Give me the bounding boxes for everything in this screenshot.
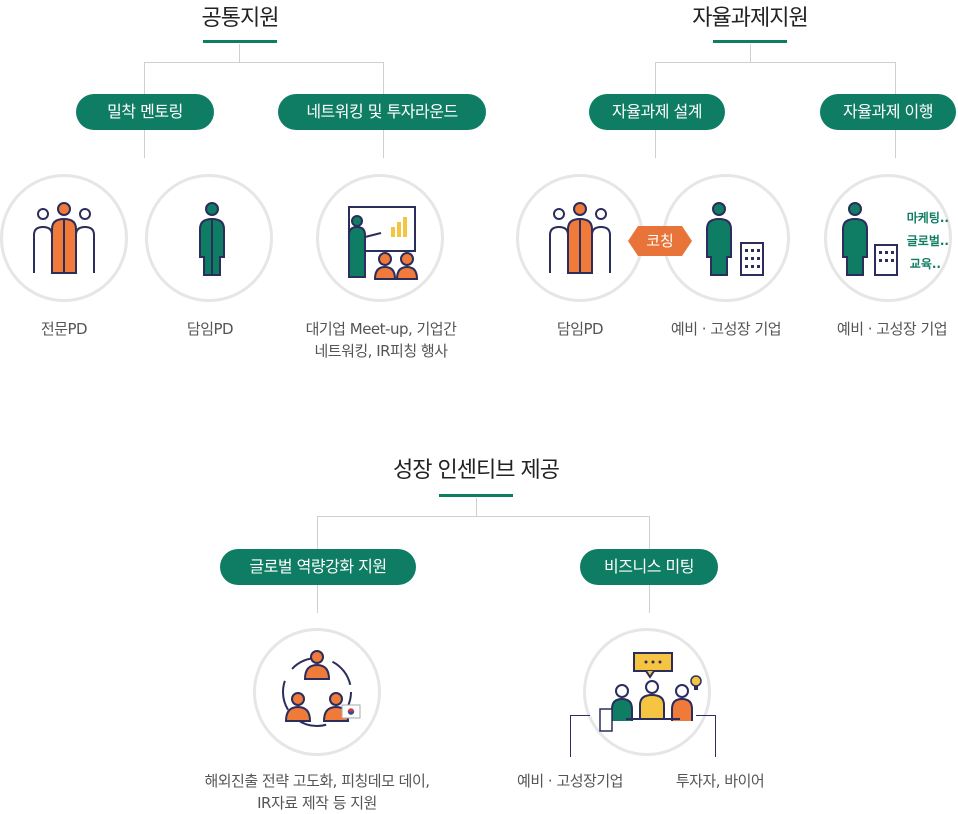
caption-meeting-company: 예비 · 고성장기업 xyxy=(517,772,623,790)
connector-line xyxy=(144,62,145,96)
connector-line xyxy=(144,130,145,158)
korea-flag-icon xyxy=(341,704,361,719)
pill-global-capacity: 글로벌 역량강화 지원 xyxy=(220,549,416,585)
caption-company-2: 예비 · 고성장 기업 xyxy=(836,320,948,338)
connector-line xyxy=(655,62,896,63)
meetup-circle xyxy=(316,174,444,302)
global-circle xyxy=(253,628,381,756)
connector-line xyxy=(649,585,650,613)
caption-home-pd-2: 담임PD xyxy=(556,320,604,338)
connector-line xyxy=(144,62,384,63)
caption-expert-pd: 전문PD xyxy=(40,320,88,338)
presentation-icon xyxy=(348,206,419,280)
connector-line xyxy=(383,62,384,96)
connector-line xyxy=(655,62,656,96)
connector-line xyxy=(317,516,318,550)
home-pd-group-circle xyxy=(516,174,644,302)
caption-meetup-line1: 대기업 Meet-up, 기업간 xyxy=(305,320,457,338)
connector-line xyxy=(750,44,751,62)
meeting-circle xyxy=(583,628,711,756)
pill-task-execution: 자율과제 이행 xyxy=(820,94,956,130)
table-edge xyxy=(696,715,716,716)
execution-circle: 마케팅.. 글로벌.. 교육.. xyxy=(824,174,952,302)
connector-line xyxy=(895,130,896,158)
label-education: 교육.. xyxy=(909,257,941,271)
pill-task-design: 자율과제 설계 xyxy=(589,94,725,130)
global-network-icon xyxy=(282,650,361,727)
home-pd-circle xyxy=(145,174,273,302)
coaching-label: 코칭 xyxy=(646,232,674,250)
section-title-growth: 성장 인센티브 제공 xyxy=(393,458,560,483)
group-icon xyxy=(33,202,95,274)
caption-global-line2: IR자료 제작 등 지원 xyxy=(257,794,377,812)
connector-line xyxy=(649,516,650,550)
connector-line xyxy=(383,130,384,158)
caption-company: 예비 · 고성장 기업 xyxy=(670,320,782,338)
building-icon xyxy=(706,202,764,276)
title-underline xyxy=(713,40,787,43)
connector-line xyxy=(317,585,318,613)
person-icon xyxy=(199,202,225,276)
connector-line xyxy=(655,130,656,158)
connector-line xyxy=(239,44,240,62)
speech-bubble-icon xyxy=(633,652,673,679)
section-title-autonomous: 자율과제지원 xyxy=(692,6,808,31)
title-underline xyxy=(203,40,277,43)
pill-networking-investment: 네트워킹 및 투자라운드 xyxy=(278,94,486,130)
connector-line xyxy=(317,516,650,517)
pill-business-meeting: 비즈니스 미팅 xyxy=(580,549,718,585)
group-icon xyxy=(549,202,611,274)
label-global: 글로벌.. xyxy=(906,234,949,248)
building-icon xyxy=(842,202,898,276)
table-leg xyxy=(570,715,571,757)
coaching-arrow: 코칭 xyxy=(628,226,692,256)
label-marketing: 마케팅.. xyxy=(906,211,949,225)
connector-line xyxy=(476,498,477,516)
connector-line xyxy=(895,62,896,96)
table-edge xyxy=(570,715,590,716)
caption-meetup-line2: 네트워킹, IR피칭 행사 xyxy=(314,342,448,360)
expert-pd-circle xyxy=(0,174,128,302)
caption-meeting-investor: 투자자, 바이어 xyxy=(675,772,765,790)
caption-global-line1: 해외진출 전략 고도화, 피칭데모 데이, xyxy=(204,772,430,790)
title-underline xyxy=(439,494,513,497)
table-leg xyxy=(715,715,716,757)
lightbulb-icon xyxy=(690,675,702,690)
caption-home-pd: 담임PD xyxy=(186,320,234,338)
section-title-common: 공통지원 xyxy=(201,6,280,31)
meeting-icon xyxy=(599,652,702,732)
pill-close-mentoring: 밀착 멘토링 xyxy=(76,94,214,130)
